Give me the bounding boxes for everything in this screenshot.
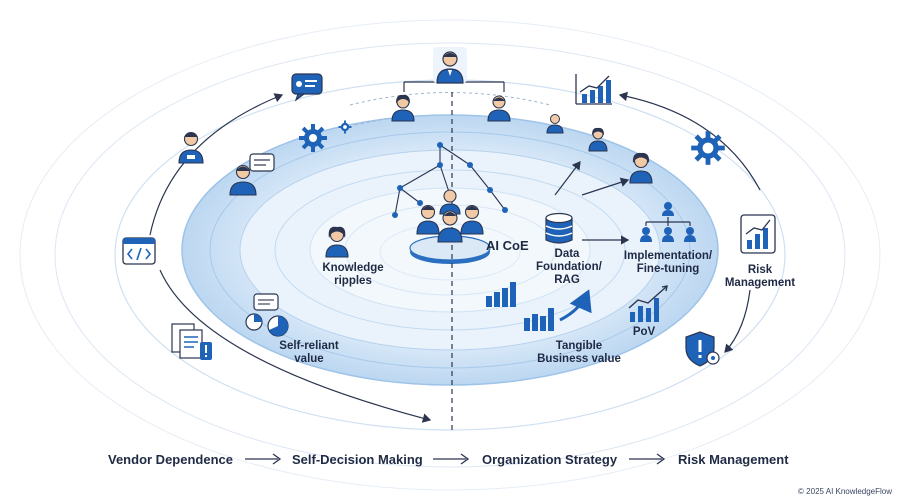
label-line: Business value xyxy=(537,353,621,365)
implementation-label: Implementation/ Fine-tuning xyxy=(618,250,718,276)
tangible-value-label: Tangible Business value xyxy=(524,340,634,366)
database-icon xyxy=(545,212,573,244)
code-icon xyxy=(122,237,156,265)
document-icon xyxy=(171,323,212,360)
person-icon xyxy=(629,152,653,184)
knowledge-ripples-label: Knowledge ripples xyxy=(314,262,392,288)
label-line: Data xyxy=(554,248,580,260)
line-chart-icon xyxy=(575,74,612,105)
label-line: Foundation/ xyxy=(536,261,602,273)
label-line: Fine-tuning xyxy=(636,263,700,275)
person-icon xyxy=(325,226,349,258)
label-line: Risk xyxy=(747,264,773,276)
person-icon xyxy=(433,47,467,84)
risk-management-label: Risk Management xyxy=(722,264,798,290)
label-line: Management xyxy=(724,277,796,289)
gear-icon xyxy=(338,120,352,134)
gear-icon xyxy=(691,131,725,165)
flow-step-risk: Risk Management xyxy=(678,452,789,467)
label-line: Self-reliant xyxy=(279,340,339,352)
person-icon xyxy=(546,114,564,134)
bar-chart-icon xyxy=(486,282,516,307)
label-line: value xyxy=(294,353,324,365)
center-title: AI CoE xyxy=(486,238,529,253)
bar-chart-icon xyxy=(740,214,776,254)
self-reliant-label: Self-reliant value xyxy=(270,340,348,366)
label-line: RAG xyxy=(554,274,580,286)
person-icon xyxy=(416,189,484,243)
person-icon xyxy=(391,94,415,122)
arrow-right-icon xyxy=(433,453,470,465)
person-icon xyxy=(487,95,511,122)
shield-icon xyxy=(685,331,720,367)
arrow-right-icon xyxy=(629,453,666,465)
label-line: ripples xyxy=(334,275,372,287)
org-chart-icon xyxy=(640,202,696,242)
line-chart-icon xyxy=(628,285,668,322)
flow-step-organization: Organization Strategy xyxy=(482,452,618,467)
data-foundation-label: Data Foundation/ RAG xyxy=(536,248,602,287)
chat-icon xyxy=(291,73,323,102)
arrow-right-icon xyxy=(245,453,282,465)
pov-label: PoV xyxy=(632,326,656,338)
pie-chart-icon xyxy=(245,293,289,337)
gear-icon xyxy=(299,124,327,152)
label-line: Knowledge xyxy=(322,262,384,274)
label-line: Implementation/ xyxy=(623,250,713,262)
person-icon xyxy=(588,127,608,152)
person-icon xyxy=(229,153,275,196)
label-line: Tangible xyxy=(555,340,603,352)
bar-chart-icon xyxy=(524,308,554,331)
flow-step-self-decision: Self-Decision Making xyxy=(292,452,423,467)
flow-step-vendor: Vendor Dependence xyxy=(108,452,233,467)
person-icon xyxy=(178,131,204,164)
copyright-text: © 2025 AI KnowledgeFlow xyxy=(798,487,892,496)
